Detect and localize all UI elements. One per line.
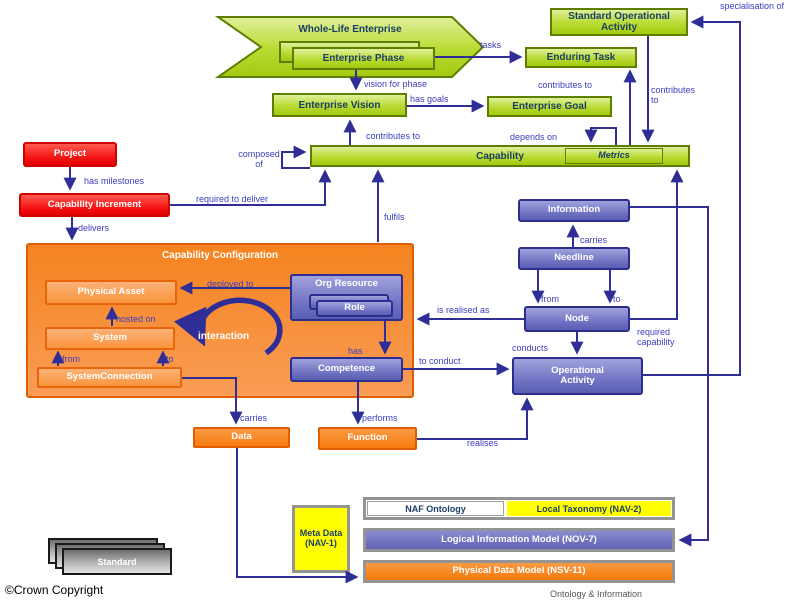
edge-label-required-to-deliver: required to deliver <box>196 194 269 204</box>
local-taxonomy-label: Local Taxonomy (NAV-2) <box>536 503 642 514</box>
edge-realises <box>417 397 534 440</box>
edge-label-contributes-to-cap: contributes to <box>651 85 696 105</box>
information-label: Information <box>547 204 601 216</box>
standard-operational-activity-label: Standard Operational Activity <box>568 11 670 33</box>
edge-label-contributes-to-vision: contributes to <box>366 131 421 141</box>
edge-label-vision-for-phase: vision for phase <box>364 79 428 89</box>
org-resource-label: Org Resource <box>315 278 378 289</box>
naf-ontology-label: NAF Ontology <box>405 503 466 514</box>
standard-operational-activity-node: Standard Operational Activity <box>550 8 688 36</box>
node-node: Node <box>524 306 630 332</box>
enterprise-phase-node: Enterprise Phase <box>292 47 435 70</box>
edge-label-fulfils: fulfils <box>384 212 405 222</box>
edge-label-specialisation-of: specialisation of <box>720 1 785 11</box>
section-caption: Ontology & Information <box>550 589 643 599</box>
metrics-node: Metrics <box>565 148 663 164</box>
edge-label-delivers: delivers <box>78 223 110 233</box>
edge-label-conducts: conducts <box>512 343 549 353</box>
edge-label-carries-data: carries <box>240 413 268 423</box>
operational-activity-node: Operational Activity <box>512 357 643 395</box>
edge-specialisation-of <box>643 15 741 376</box>
capability-label: Capability <box>476 150 524 162</box>
edge-label-carries-info: carries <box>580 235 608 245</box>
operational-activity-label: Operational Activity <box>551 364 604 386</box>
enterprise-goal-node: Enterprise Goal <box>487 96 612 117</box>
interaction-label: interaction <box>198 331 250 342</box>
edge-label-tasks: tasks <box>480 40 502 50</box>
enterprise-vision-label: Enterprise Vision <box>298 99 381 111</box>
data-node: Data <box>193 427 290 448</box>
edge-label-contributes-to-task: contributes to <box>538 80 593 90</box>
system-label: System <box>93 332 127 344</box>
metrics-label: Metrics <box>598 150 630 161</box>
meta-data-label: Meta Data (NAV-1) <box>299 528 343 548</box>
edge-label-sc-from: from <box>62 354 80 364</box>
physical-asset-node: Physical Asset <box>45 280 177 305</box>
physical-data-model-node: Physical Data Model (NSV-11) <box>363 560 675 583</box>
role-label: Role <box>344 302 365 314</box>
ontology-row: NAF Ontology Local Taxonomy (NAV-2) <box>363 497 675 520</box>
edge-depends-on-loop <box>584 127 617 145</box>
physical-asset-label: Physical Asset <box>77 286 145 298</box>
system-connection-label: SystemConnection <box>66 371 153 383</box>
local-taxonomy-node: Local Taxonomy (NAV-2) <box>507 501 671 516</box>
edge-composed-of-loop <box>281 145 310 169</box>
physical-data-model-label: Physical Data Model (NSV-11) <box>452 565 586 577</box>
edge-label-needline-from: from <box>541 294 559 304</box>
edge-label-required-capability: required capability <box>637 327 675 347</box>
enduring-task-node: Enduring Task <box>525 47 637 68</box>
meta-data-node: Meta Data (NAV-1) <box>292 505 350 573</box>
project-label: Project <box>53 148 87 160</box>
logical-information-model-node: Logical Information Model (NOV-7) <box>363 528 675 552</box>
standard-label: Standard <box>97 556 137 567</box>
edge-label-has-milestones: has milestones <box>84 176 145 186</box>
edge-label-sc-to: to <box>166 354 174 364</box>
edge-label-hosted-on: hosted on <box>116 314 156 324</box>
system-connection-node: SystemConnection <box>37 367 182 388</box>
naf-ontology-node: NAF Ontology <box>367 501 504 516</box>
needline-node: Needline <box>518 247 630 270</box>
competence-label: Competence <box>317 363 375 375</box>
node-label: Node <box>565 312 589 324</box>
edge-label-realises: realises <box>467 438 499 448</box>
capability-configuration-label: Capability Configuration <box>161 250 279 261</box>
logical-information-model-label: Logical Information Model (NOV-7) <box>441 533 597 545</box>
edge-label-performs: performs <box>362 413 398 423</box>
edge-label-has-goals: has goals <box>410 94 449 104</box>
capability-increment-label: Capability Increment <box>47 198 142 210</box>
copyright-caption: ©Crown Copyright <box>5 583 104 597</box>
enduring-task-label: Enduring Task <box>546 52 616 63</box>
capability-increment-node: Capability Increment <box>19 193 170 217</box>
function-node: Function <box>318 427 417 450</box>
system-node: System <box>45 327 175 350</box>
edge-label-is-realised-as: is realised as <box>437 305 490 315</box>
project-node: Project <box>23 142 117 167</box>
edge-label-composed-of: composed of <box>238 149 280 169</box>
enterprise-vision-node: Enterprise Vision <box>272 93 407 117</box>
role-node: Role <box>316 300 393 317</box>
standard-node: Standard <box>62 548 172 575</box>
competence-node: Competence <box>290 357 403 382</box>
edge-required-capability <box>630 169 684 320</box>
enterprise-phase-label: Enterprise Phase <box>322 53 405 64</box>
edge-label-needline-to: to <box>613 294 621 304</box>
needline-label: Needline <box>554 252 594 264</box>
whole-life-enterprise-label: Whole-Life Enterprise <box>298 24 402 35</box>
edge-label-depends-on: depends on <box>510 132 558 142</box>
information-node: Information <box>518 199 630 222</box>
data-label: Data <box>231 431 252 443</box>
edge-label-deployed-to: deployed to <box>207 279 254 289</box>
enterprise-goal-label: Enterprise Goal <box>512 101 587 112</box>
edge-label-to-conduct: to conduct <box>419 356 461 366</box>
function-label: Function <box>347 432 388 444</box>
edge-label-has: has <box>348 346 363 356</box>
